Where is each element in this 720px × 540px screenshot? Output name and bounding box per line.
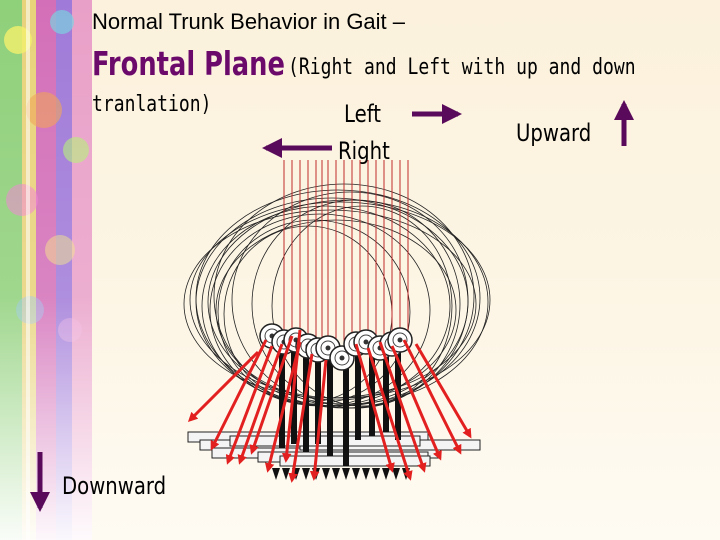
trajectory-arc	[217, 219, 411, 405]
trunk-ring-inner	[392, 332, 408, 348]
force-vector	[210, 339, 268, 451]
title-frontal-plane: Frontal Plane	[92, 44, 285, 83]
force-vector	[402, 339, 462, 455]
foot-wedge	[362, 468, 370, 480]
force-vectors	[187, 329, 472, 483]
foot-wedge	[272, 468, 280, 480]
force-vector	[281, 329, 302, 463]
foot-wedge	[382, 468, 390, 480]
foot-wedge	[392, 468, 400, 480]
trunk-ring-center	[363, 339, 369, 345]
force-vector	[390, 345, 442, 461]
decorative-side-stripe	[0, 0, 92, 540]
force-vector	[237, 343, 284, 465]
base-platform	[279, 455, 431, 467]
vertical-reference-lines	[283, 160, 409, 350]
trajectory-arcs	[183, 183, 491, 409]
force-vector	[366, 347, 413, 481]
foot-wedge	[372, 468, 380, 480]
foot-wedge	[352, 468, 360, 480]
trunk-ring-center	[325, 345, 331, 351]
foot-wedge	[332, 468, 340, 480]
side-stripe-art	[0, 0, 92, 540]
force-vector	[225, 345, 274, 465]
force-vector	[264, 341, 302, 473]
force-vector	[187, 350, 260, 423]
force-vector	[288, 353, 314, 483]
label-left: Left	[344, 100, 382, 128]
trunk-ring-center	[339, 355, 345, 361]
title-line-1: Normal Trunk Behavior in Gait –	[92, 9, 406, 34]
force-vector	[249, 335, 294, 455]
force-vector	[414, 343, 472, 439]
title-line-2-rest: (Right and Left with up and down	[288, 55, 636, 80]
force-vector	[378, 341, 427, 473]
foot-wedge	[302, 468, 310, 480]
force-vector	[354, 343, 395, 473]
foot-wedge	[322, 468, 330, 480]
trunk-ring-center	[397, 337, 403, 343]
foot-wedge	[282, 468, 290, 480]
label-downward: Downward	[62, 472, 167, 500]
title-line-3: tranlation)	[92, 92, 212, 117]
trajectory-arc	[231, 191, 469, 409]
base-platform	[229, 435, 421, 447]
label-right: Right	[338, 137, 390, 165]
label-upward: Upward	[516, 119, 592, 147]
foot-wedge	[342, 468, 350, 480]
trajectory-arc	[271, 205, 453, 407]
force-vector	[309, 359, 328, 481]
trunk-ring-inner	[334, 350, 350, 366]
